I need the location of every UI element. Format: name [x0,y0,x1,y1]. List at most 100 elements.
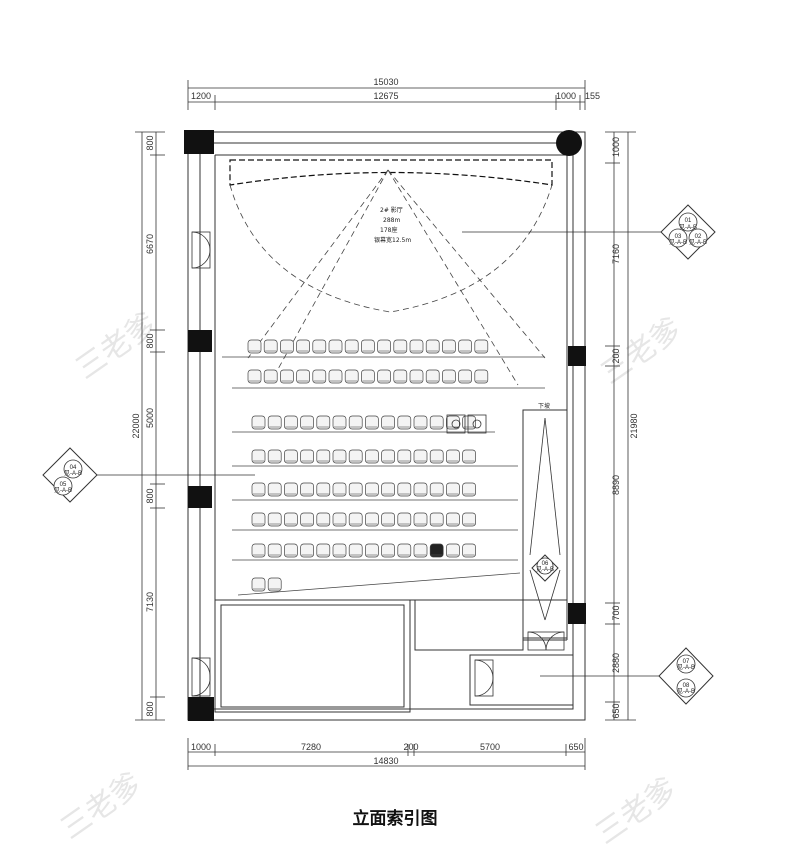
seat [296,339,310,354]
seat [251,512,266,527]
seat [397,543,412,558]
seat [332,415,347,430]
bottom-dimensions [187,738,586,770]
seat [348,482,363,497]
dim-top-right2: 155 [585,91,600,101]
seat [316,415,331,430]
seat [312,369,327,384]
seat [381,482,395,497]
room-note-line2: 288m [383,217,400,224]
dim-top-left: 1200 [191,91,211,101]
dim-top-total: 15030 [373,77,398,87]
seat [365,543,379,558]
column-bottom-left [188,697,214,721]
seat [429,512,444,527]
seat [332,512,347,527]
index-tag-left-mid: 04 见-A-B 05 见-A-B [42,447,255,503]
seat [381,415,395,430]
seat [280,339,294,354]
seat [300,449,314,464]
seat [267,482,282,497]
dim-left-2: 6670 [145,234,155,254]
seat [344,369,359,384]
seat [280,369,294,384]
seat [267,415,282,430]
seat [365,415,379,430]
dim-bottom-1: 1000 [191,742,211,752]
seat [365,449,379,464]
dim-right-5: 700 [611,605,621,620]
seat [284,415,298,430]
dim-bottom-5: 650 [568,742,583,752]
seat [348,543,363,558]
seat [397,512,412,527]
room-note: 2# 影厅 288m 178座 银幕宽12.5m [374,206,411,244]
seat [397,415,412,430]
seat [377,369,391,384]
seat [300,512,314,527]
drawing-caption: 立面索引图 [352,809,438,829]
ramp [529,417,561,621]
seat [413,512,428,527]
tag-03-sub: 见-A-B [669,239,687,246]
seat [251,543,266,558]
tag-02-sub: 见-A-B [689,239,707,246]
index-tag-right-upper: 01 见-A-B 03 见-A-B 02 见-A-B [462,204,716,260]
seat [462,449,476,464]
seat [425,369,440,384]
seat [474,339,489,354]
seat [300,543,314,558]
seat [267,449,282,464]
seat [312,339,327,354]
structural-columns [184,130,586,721]
seat [247,339,262,354]
top-dimensions [187,80,586,110]
seat [247,369,262,384]
seat [361,369,375,384]
room-note-line3: 178座 [380,226,397,234]
dim-top-mid: 12675 [373,91,398,101]
dim-bottom-2: 7280 [301,742,321,752]
walls [187,131,586,721]
seat [263,339,278,354]
seat [393,339,408,354]
seat [296,369,310,384]
seat [413,482,428,497]
seat [442,339,456,354]
seat [446,512,460,527]
seat [462,415,476,430]
dim-left-5: 800 [145,488,155,503]
seat [300,482,314,497]
column-left-2 [188,486,212,508]
projector-icons [446,414,487,434]
seat [316,543,331,558]
seat [284,543,298,558]
seat [446,482,460,497]
tag-01-sub: 见-A-B [679,224,697,231]
seat [429,415,444,430]
dim-left-4: 5000 [145,408,155,428]
tag-08-sub: 见-A-B [677,688,695,695]
seat [462,482,476,497]
watermark-2: 三老爹 [595,311,689,391]
seat [251,482,266,497]
tag-04-sub: 见-A-B [64,470,82,477]
seat [284,512,298,527]
seat [344,339,359,354]
seat [328,339,343,354]
seat [409,369,424,384]
round-column-top-right [556,130,582,156]
dim-left-7: 800 [145,701,155,716]
seat [284,449,298,464]
column-left-1 [188,330,212,352]
seat [458,339,472,354]
column-right-2 [568,603,586,624]
seat [365,482,379,497]
tag-06-sub: 见-A-B [536,566,554,573]
tag-01: 01 [685,218,692,224]
seat [381,449,395,464]
seat [365,512,379,527]
dim-right-7: 650 [611,703,621,718]
seat [332,543,347,558]
seat [429,543,444,558]
